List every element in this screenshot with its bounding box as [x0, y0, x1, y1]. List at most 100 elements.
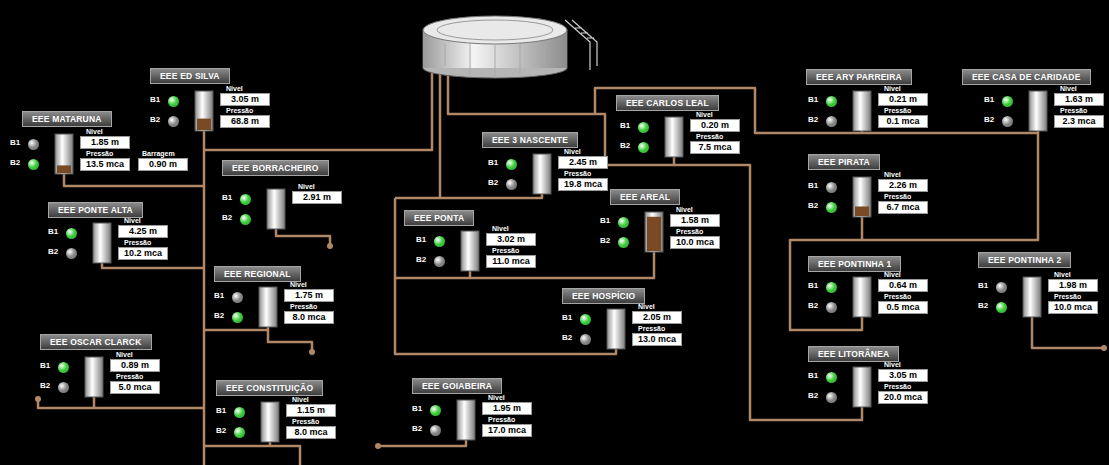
pump-station: EEE 3 NASCENTEB1B2Nivel2.45 mPressão19.8… [488, 160, 613, 196]
reading-label: Nivel [292, 396, 309, 403]
station-title: EEE ED SILVA [150, 68, 230, 84]
reading-value: 1.58 m [670, 214, 720, 227]
reading-value: 2.26 m [878, 179, 928, 192]
reading-label: Pressão [884, 107, 911, 114]
tank-symbol [92, 222, 112, 264]
reading-label: Pressão [488, 416, 515, 423]
reading-value: 6.7 mca [878, 201, 928, 214]
reading-value: 0.64 m [878, 279, 928, 292]
reading-value: 13.5 mca [80, 158, 130, 171]
tank-symbol [460, 230, 480, 272]
reading-value: 0.89 m [110, 359, 160, 372]
reading-label: Pressão [86, 150, 113, 157]
pump-label: B2 [216, 426, 226, 435]
pump-indicator [506, 179, 517, 190]
pump-label: B1 [808, 181, 818, 190]
station-title: EEE CONSTITUIÇÃO [216, 380, 323, 396]
tank-symbol [260, 401, 280, 443]
station-title: EEE GOIABEIRA [412, 378, 502, 394]
pump-label: B1 [984, 95, 994, 104]
pump-indicator [234, 407, 245, 418]
pump-indicator [826, 96, 837, 107]
reading-value: 8.0 mca [286, 426, 336, 439]
tank-symbol [852, 90, 872, 132]
pipe-ends [35, 243, 1107, 449]
reading-value: 19.8 mca [558, 178, 608, 191]
pump-station: EEE REGIONALB1B2Nivel1.75 mPressão8.0 mc… [214, 293, 339, 329]
station-title: EEE LITORÂNEA [808, 346, 899, 362]
reading-label: Pressão [676, 228, 703, 235]
pump-label: B2 [808, 201, 818, 210]
reading-label: Pressão [292, 418, 319, 425]
tank-symbol [852, 366, 872, 408]
station-title: EEE AREAL [610, 189, 680, 205]
station-title: EEE PONTE ALTA [48, 202, 143, 218]
tank-symbol [606, 308, 626, 350]
station-title: EEE MATARUNA [22, 111, 112, 127]
pump-indicator [234, 427, 245, 438]
pump-station: EEE PIRATAB1B2Nivel2.26 mPressão6.7 mca [808, 183, 933, 219]
station-title: EEE PONTA [404, 210, 474, 226]
reading-label: Nivel [1060, 85, 1077, 92]
pump-indicator [638, 122, 649, 133]
pump-label: B1 [808, 95, 818, 104]
reading-label: Pressão [564, 170, 591, 177]
pump-indicator [240, 194, 251, 205]
pump-label: B1 [222, 193, 232, 202]
reading-value: 0.5 mca [878, 301, 928, 314]
reading-value: 1.75 m [284, 289, 334, 302]
tank-symbol [852, 176, 872, 218]
pump-label: B1 [562, 313, 572, 322]
reading-label: Nivel [884, 171, 901, 178]
pump-label: B2 [40, 381, 50, 390]
pump-indicator [168, 116, 179, 127]
reading-value: 3.02 m [486, 233, 536, 246]
pump-indicator [826, 392, 837, 403]
pump-indicator [430, 425, 441, 436]
pump-station: EEE HOSPÍCIOB1B2Nivel2.05 mPressão13.0 m… [562, 315, 687, 351]
tank-symbol [258, 286, 278, 328]
reading-label: Nivel [492, 225, 509, 232]
pump-label: B1 [620, 121, 630, 130]
reading-value: 1.63 m [1054, 93, 1104, 106]
reading-value: 17.0 mca [482, 424, 532, 437]
reading-label: Nivel [564, 148, 581, 155]
pump-indicator [618, 237, 629, 248]
reading-label: Nivel [290, 281, 307, 288]
pump-station: EEE MATARUNAB1B2Nivel1.85 mPressão13.5 m… [10, 140, 135, 176]
pump-station: EEE PONTINHA 2B1B2Nivel1.98 mPressão10.0… [978, 283, 1103, 319]
reading-value: 1.15 m [286, 404, 336, 417]
reading-value: 13.0 mca [632, 333, 682, 346]
reading-value: 10.0 mca [670, 236, 720, 249]
pump-label: B1 [412, 404, 422, 413]
reading-label: Nivel [638, 303, 655, 310]
tank-symbol [1028, 90, 1048, 132]
reading-value: 2.45 m [558, 156, 608, 169]
pump-label: B1 [488, 158, 498, 167]
pump-label: B2 [620, 141, 630, 150]
reading-label: Pressão [492, 247, 519, 254]
pump-label: B1 [40, 361, 50, 370]
pump-indicator [1002, 116, 1013, 127]
pump-label: B2 [808, 301, 818, 310]
station-title: EEE PIRATA [808, 154, 880, 170]
reading-value: 0.20 m [690, 119, 740, 132]
reading-label: Pressão [884, 193, 911, 200]
tank-symbol [54, 133, 74, 175]
station-title: EEE CARLOS LEAL [616, 95, 719, 111]
pump-label: B1 [808, 281, 818, 290]
pump-station: EEE GOIABEIRAB1B2Nivel1.95 mPressão17.0 … [412, 406, 537, 442]
reading-value: 1.95 m [482, 402, 532, 415]
pump-label: B2 [808, 391, 818, 400]
pump-station: EEE CASA DE CARIDADEB1B2Nivel1.63 mPress… [984, 97, 1109, 133]
reading-value: 1.98 m [1048, 279, 1098, 292]
pump-indicator [826, 372, 837, 383]
station-title: EEE CASA DE CARIDADE [962, 69, 1091, 85]
reading-label: Pressão [884, 383, 911, 390]
reading-value: 1.85 m [80, 136, 130, 149]
pump-label: B1 [216, 406, 226, 415]
pump-indicator [826, 302, 837, 313]
pump-station: EEE ED SILVAB1B2Nivel3.05 mPressão68.8 m [150, 97, 275, 133]
reading-label: Nivel [884, 271, 901, 278]
reading-label: Nivel [884, 361, 901, 368]
